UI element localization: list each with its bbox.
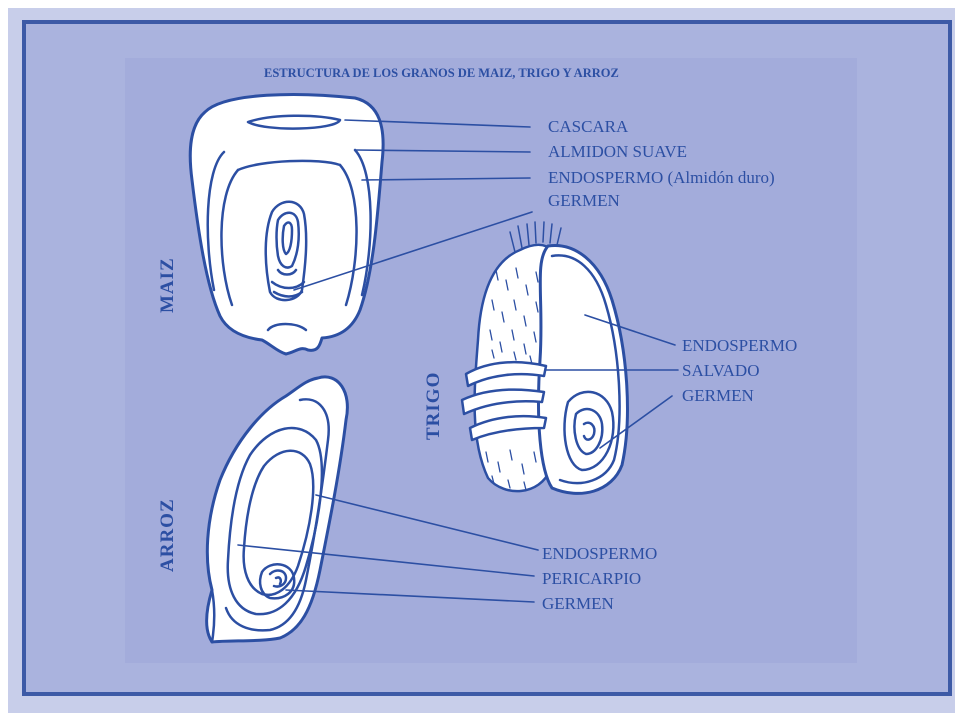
trigo-label-germen: GERMEN: [682, 387, 754, 404]
leader-maiz-endospermo: [362, 178, 530, 180]
trigo-label-endospermo: ENDOSPERMO: [682, 337, 797, 354]
arroz-label-endospermo: ENDOSPERMO: [542, 545, 657, 562]
maiz-label-cascara: CASCARA: [548, 118, 628, 135]
leader-arroz-germen: [286, 590, 534, 602]
trigo-name-label: TRIGO: [424, 372, 443, 440]
maiz-kernel-drawing: [190, 95, 383, 354]
maiz-label-almidon-suave: ALMIDON SUAVE: [548, 143, 687, 160]
diagram-title: ESTRUCTURA DE LOS GRANOS DE MAIZ, TRIGO …: [264, 66, 724, 81]
arroz-label-germen: GERMEN: [542, 595, 614, 612]
maiz-name-label: MAIZ: [158, 257, 177, 313]
arroz-name-label: ARROZ: [158, 498, 177, 572]
arroz-label-pericarpio: PERICARPIO: [542, 570, 641, 587]
arroz-grain-drawing: [207, 377, 348, 642]
trigo-kernel-drawing: [462, 222, 627, 493]
leader-arroz-endospermo: [316, 495, 538, 550]
trigo-label-salvado: SALVADO: [682, 362, 759, 379]
maiz-label-endospermo: ENDOSPERMO (Almidón duro): [548, 169, 775, 186]
maiz-label-germen: GERMEN: [548, 192, 620, 209]
